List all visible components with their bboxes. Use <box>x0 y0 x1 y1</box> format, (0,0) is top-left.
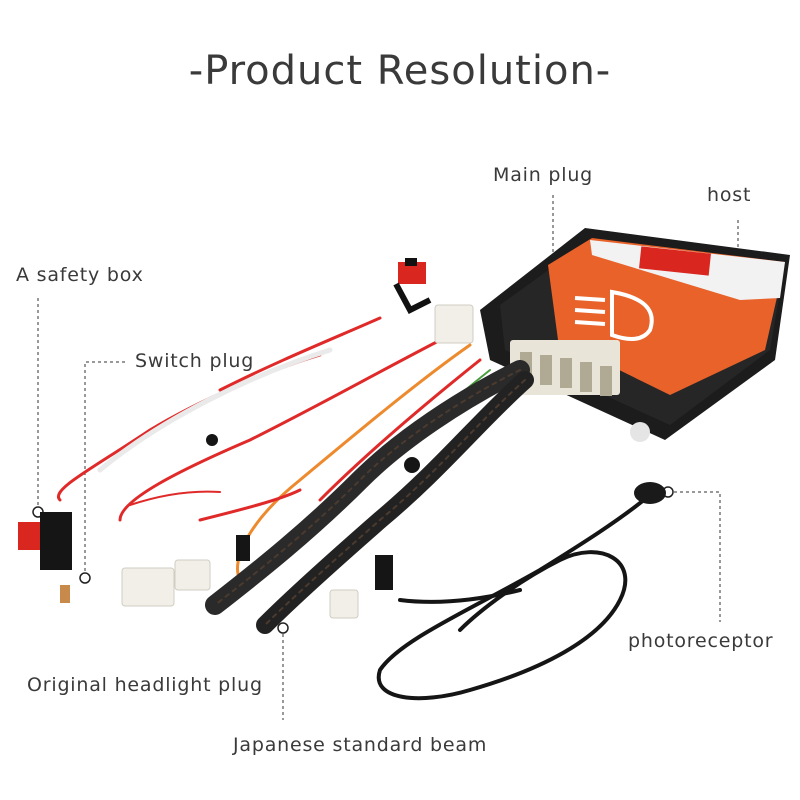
switch-connector <box>375 555 393 590</box>
label-photoreceptor: photoreceptor <box>628 630 774 652</box>
leader-photoreceptor <box>668 491 721 622</box>
brand-badge <box>639 246 711 276</box>
braided-harness <box>205 360 534 634</box>
label-safety-box: A safety box <box>16 264 144 286</box>
safety-box-top <box>393 258 432 314</box>
headlight-icon <box>574 289 654 341</box>
page-title: -Product Resolution- <box>188 48 612 94</box>
leader-switch-plug <box>84 361 125 578</box>
wires <box>57 316 491 582</box>
host-cert-mark <box>630 422 650 442</box>
photoreceptor-sensor <box>634 482 666 504</box>
marker-switch-plug <box>79 572 91 584</box>
safety-box-bottom <box>18 512 72 603</box>
marker-japanese-beam <box>277 622 289 634</box>
label-main-plug: Main plug <box>493 164 594 186</box>
host-unit <box>480 228 790 442</box>
top-white-plug <box>434 304 474 344</box>
label-original-headlight-plug: Original headlight plug <box>27 674 263 696</box>
original-headlight-plug <box>121 567 175 607</box>
photoreceptor-cable <box>376 493 652 701</box>
label-switch-plug: Switch plug <box>135 350 255 372</box>
label-host: host <box>707 184 752 206</box>
label-japanese-standard-beam: Japanese standard beam <box>233 734 488 756</box>
